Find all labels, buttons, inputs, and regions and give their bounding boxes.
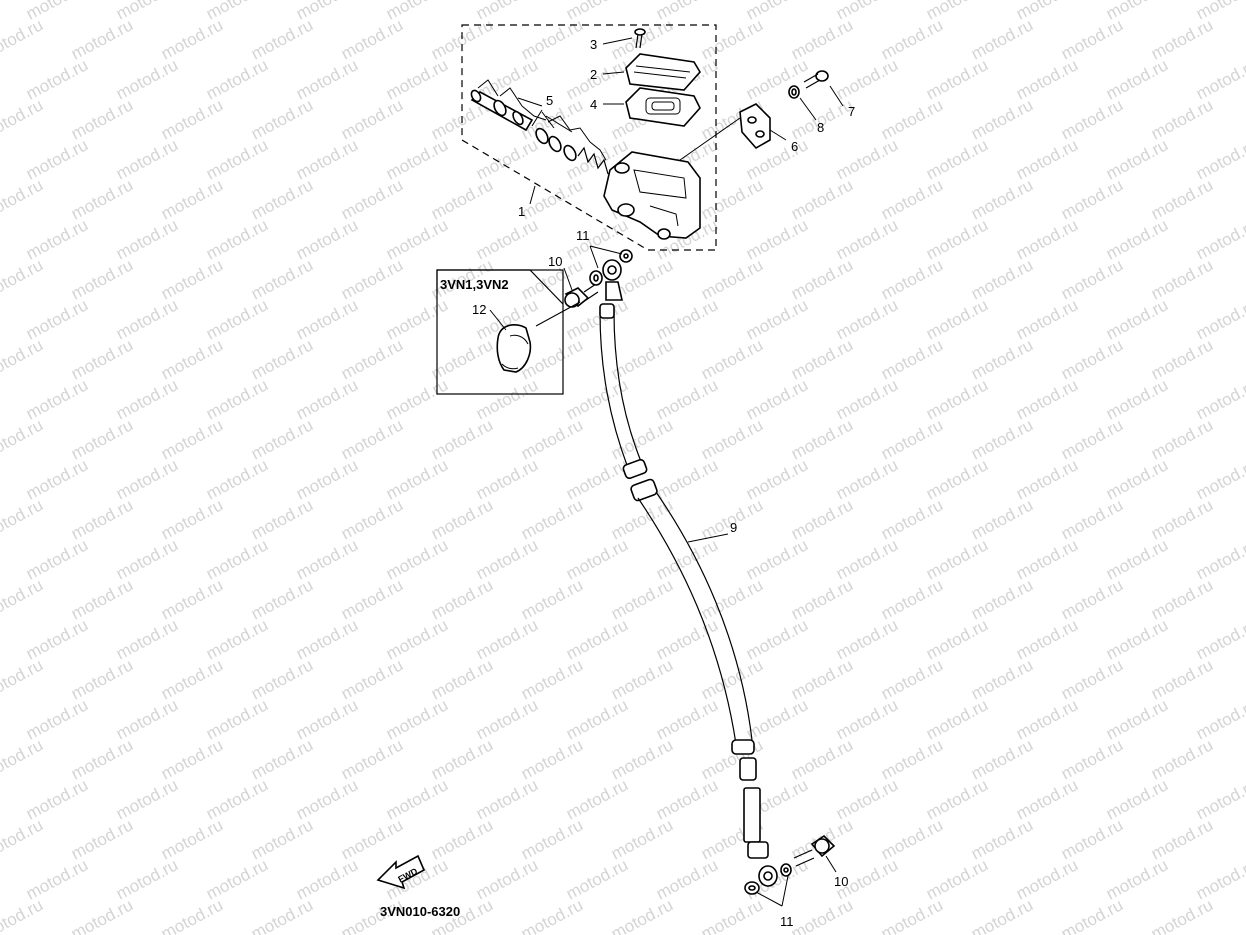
watermark-text: motod.ru <box>788 895 856 935</box>
callout-10-upper: 10 <box>548 254 562 269</box>
watermark-text: motod.ru <box>0 295 1 343</box>
watermark-text: motod.ru <box>1193 55 1246 103</box>
reservoir-cap-part-2 <box>625 53 701 91</box>
variant-inset-tab <box>436 269 564 305</box>
diaphragm-part-4 <box>625 87 701 127</box>
callout-1: 1 <box>518 204 525 219</box>
diagram-code: 3VN010-6320 <box>380 904 460 919</box>
callout-12: 12 <box>472 302 486 317</box>
callout-5: 5 <box>546 93 553 108</box>
watermark-text: motod.ru <box>1193 455 1246 503</box>
watermark-text: motod.ru <box>1193 695 1246 743</box>
callout-6: 6 <box>791 139 798 154</box>
banjo-fitting-upper <box>602 259 623 301</box>
watermark-text: motod.ru <box>518 895 586 935</box>
assembly-1-dashed-outline <box>461 24 717 251</box>
watermark-text: motod.ru <box>0 495 46 543</box>
watermark-text: motod.ru <box>1193 535 1246 583</box>
banjo-fitting-lower <box>758 865 778 887</box>
brake-hose-part-9 <box>599 303 769 859</box>
watermark-text: motod.ru <box>0 15 46 63</box>
watermark-text: motod.ru <box>1193 215 1246 263</box>
watermark-text: motod.ru <box>0 95 46 143</box>
watermark-text: motod.ru <box>0 375 1 423</box>
copper-washers-lower-part-11 <box>744 863 792 895</box>
watermark-text: motod.ru <box>1058 895 1126 935</box>
leader-lines <box>489 37 844 907</box>
watermark-text: motod.ru <box>0 335 46 383</box>
callout-11-lower: 11 <box>780 914 794 929</box>
callout-7: 7 <box>848 104 855 119</box>
watermark-text: motod.ru <box>0 215 1 263</box>
watermark-text: motod.ru <box>0 535 1 583</box>
watermark-text: motod.ru <box>1193 775 1246 823</box>
watermark-text: motod.ru <box>0 655 46 703</box>
watermark-text: motod.ru <box>0 55 1 103</box>
callout-2: 2 <box>590 67 597 82</box>
variant-label: 3VN1,3VN2 <box>440 277 509 292</box>
watermark-text: motod.ru <box>68 895 136 935</box>
watermark-text: motod.ru <box>0 135 1 183</box>
watermark-text: motod.ru <box>1193 375 1246 423</box>
bracket-part-6 <box>739 103 771 150</box>
union-bolt-upper-part-10 <box>564 283 599 308</box>
watermark-text: motod.ru <box>0 255 46 303</box>
watermark-text: motod.ru <box>1193 855 1246 903</box>
callout-10-lower: 10 <box>834 874 848 889</box>
watermark-text: motod.ru <box>1148 895 1216 935</box>
watermark-text: motod.ru <box>0 735 46 783</box>
watermark-text: motod.ru <box>968 895 1036 935</box>
watermark-text: motod.ru <box>0 855 1 903</box>
copper-washers-upper-part-11 <box>589 249 633 286</box>
watermark-text: motod.ru <box>878 895 946 935</box>
callout-11-upper: 11 <box>576 228 590 243</box>
screw-part-3 <box>634 28 646 49</box>
watermark-text: motod.ru <box>1193 615 1246 663</box>
watermark-text: motod.ru <box>0 815 46 863</box>
union-bolt-lower-part-10 <box>793 834 836 867</box>
watermark-text: motod.ru <box>0 695 1 743</box>
watermark-text: motod.ru <box>1193 135 1246 183</box>
washer-part-8 <box>788 85 800 99</box>
watermark-text: motod.ru <box>0 575 46 623</box>
watermark-text: motod.ru <box>698 895 766 935</box>
watermark-text: motod.ru <box>0 455 1 503</box>
callout-8: 8 <box>817 120 824 135</box>
bolt-part-7 <box>803 70 829 89</box>
watermark-text: motod.ru <box>608 895 676 935</box>
watermark-text: motod.ru <box>0 775 1 823</box>
callout-3: 3 <box>590 37 597 52</box>
watermark-text: motod.ru <box>0 0 1 24</box>
piston-kit-part-5 <box>470 79 609 175</box>
cover-part-12 <box>496 324 532 373</box>
watermark-text: motod.ru <box>0 175 46 223</box>
callout-9: 9 <box>730 520 737 535</box>
watermark-text: motod.ru <box>0 895 46 935</box>
watermark-text: motod.ru <box>0 615 1 663</box>
callout-4: 4 <box>590 97 597 112</box>
watermark-text: motod.ru <box>158 895 226 935</box>
watermark-text: motod.ru <box>248 895 316 935</box>
master-cylinder-body-part-1 <box>603 151 701 240</box>
watermark-text: motod.ru <box>1193 295 1246 343</box>
watermark-text: motod.ru <box>0 415 46 463</box>
